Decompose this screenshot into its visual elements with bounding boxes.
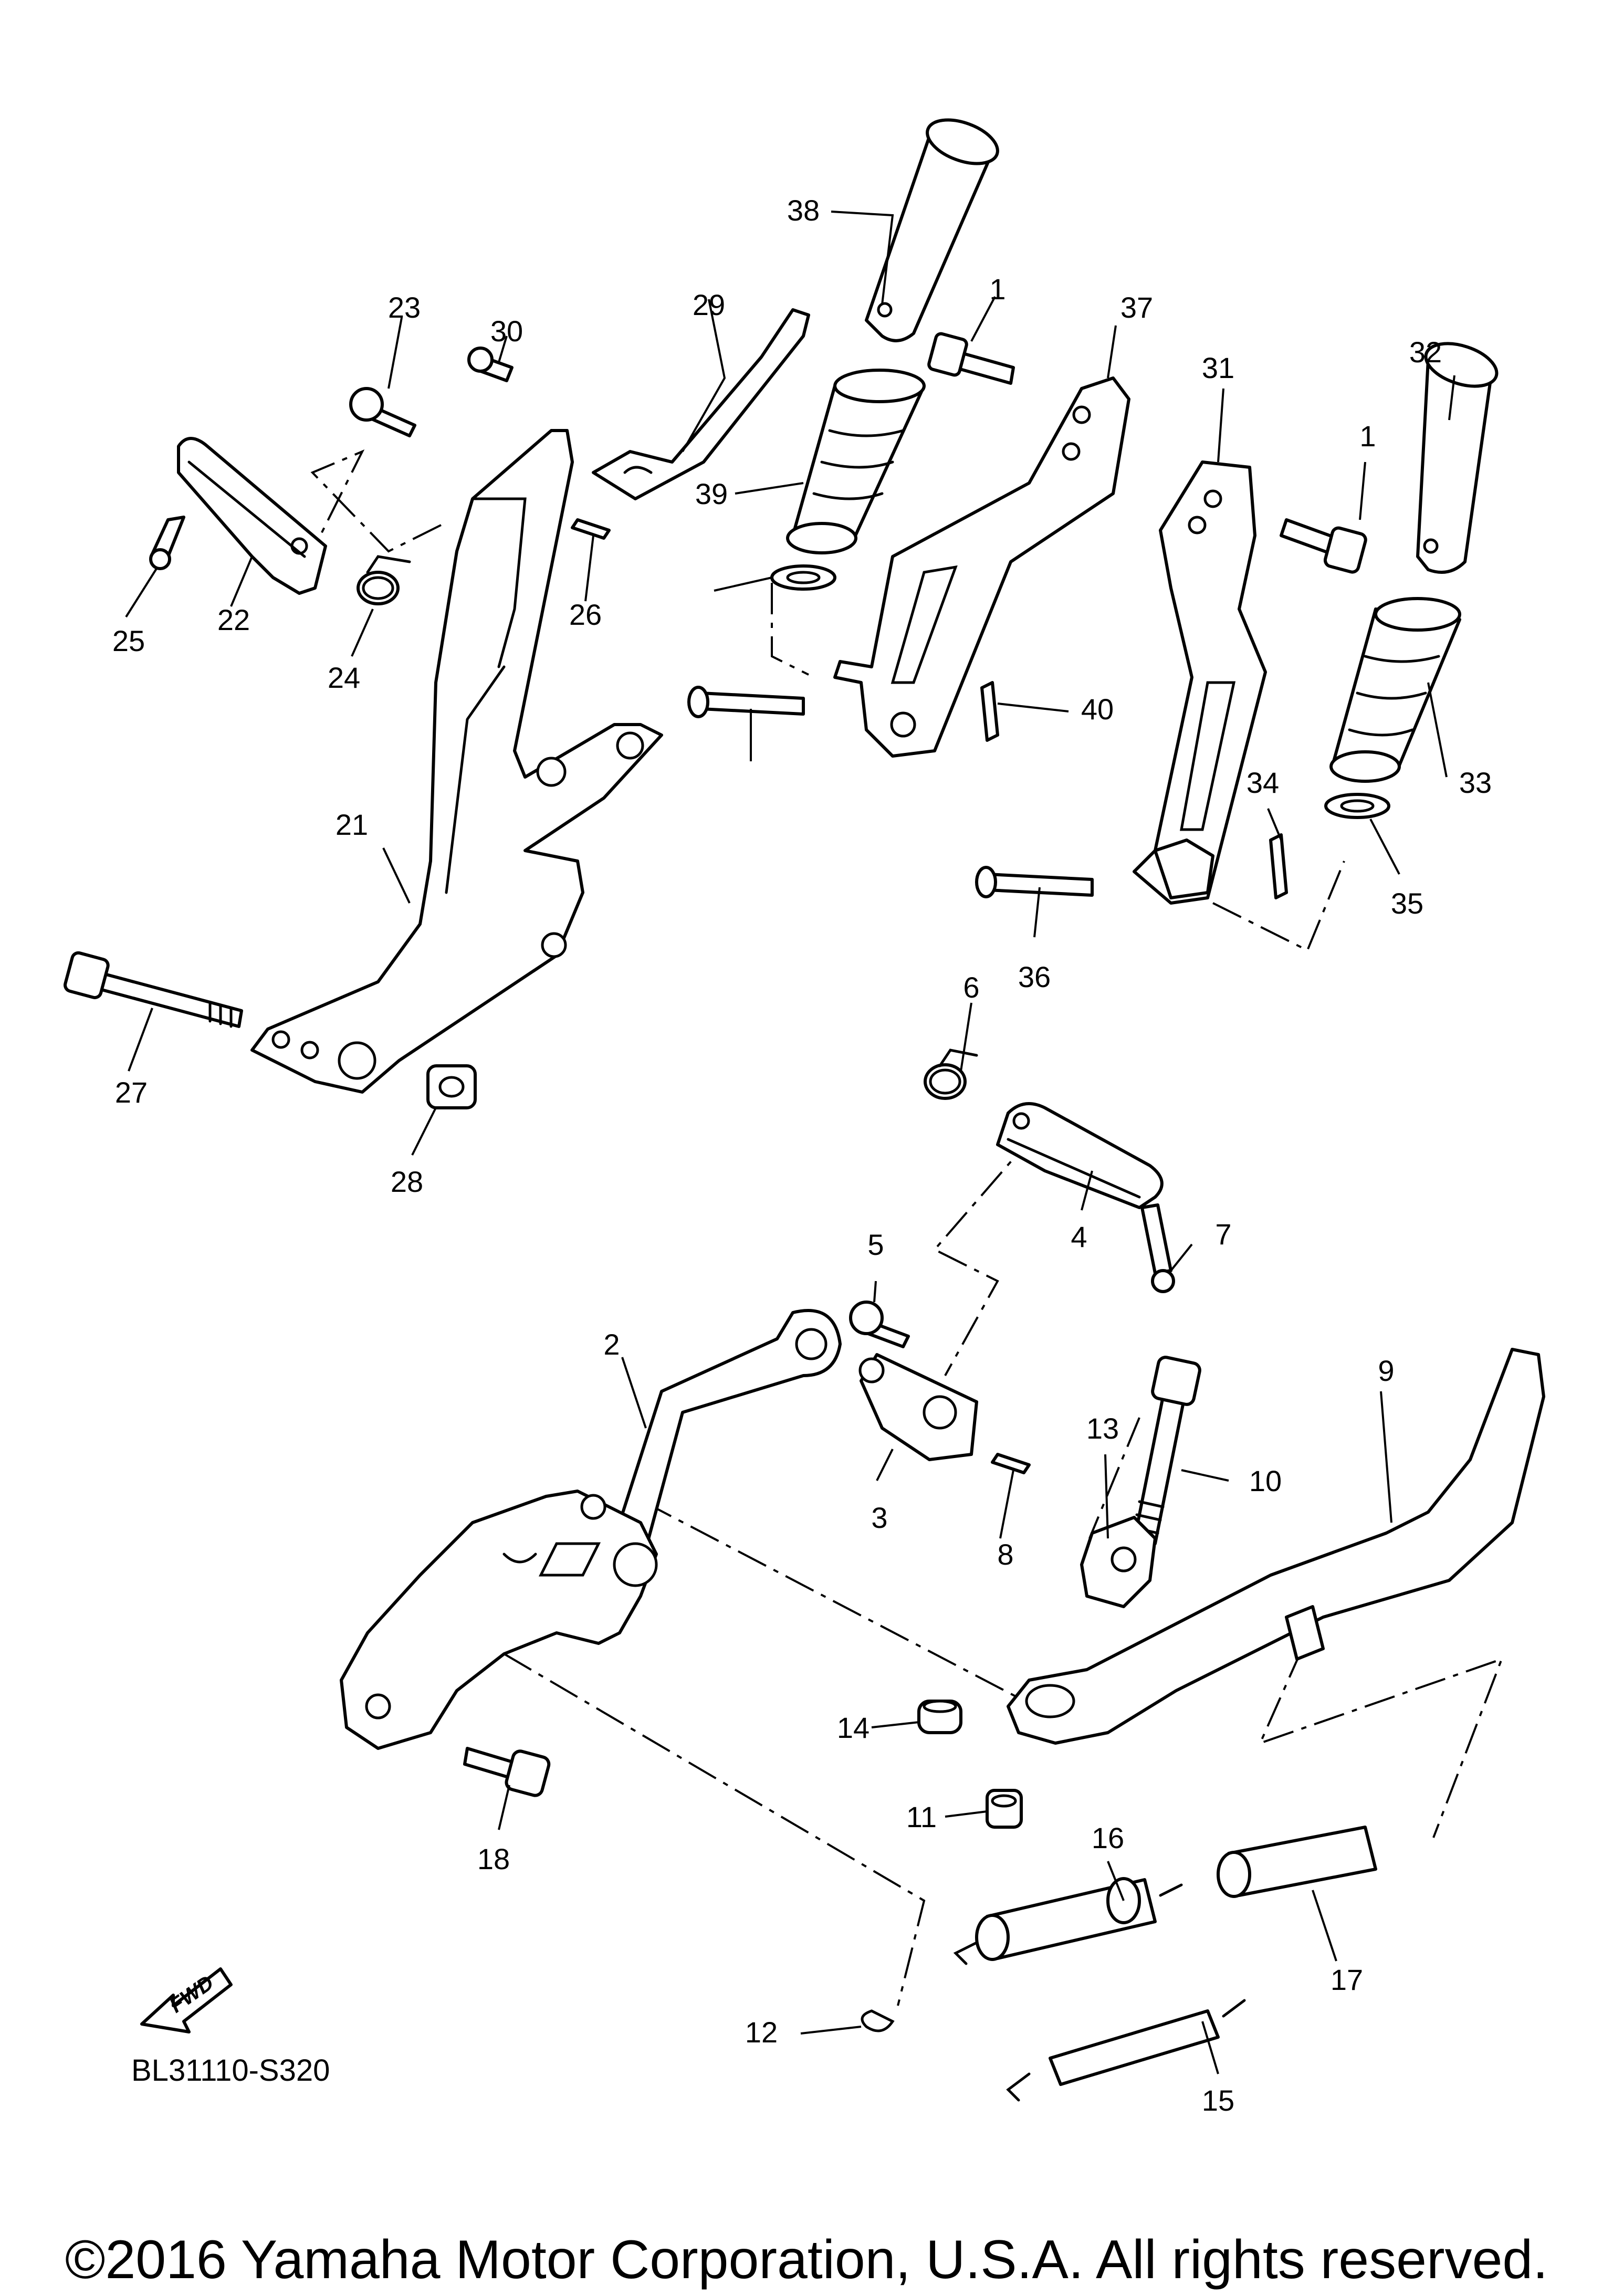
callout-33: 35: [1391, 887, 1423, 920]
callout-27: 29: [693, 288, 725, 321]
callout-21: 23: [388, 291, 421, 324]
callout-16: 16: [1092, 1821, 1124, 1854]
part-24-cotter-pin: [571, 518, 611, 540]
fwd-arrow-icon: FWD: [140, 1967, 233, 2033]
part-11-nut: [986, 1789, 1023, 1829]
part-34-pin: [975, 866, 1094, 898]
callout-34: 36: [1018, 960, 1051, 993]
callout-7: 7: [1215, 1218, 1231, 1251]
callout-8: 8: [997, 1538, 1013, 1571]
callout-32: 34: [1247, 766, 1279, 799]
callout-26: 28: [391, 1165, 423, 1198]
callout-35: 37: [1120, 291, 1153, 324]
callout-9: 9: [1378, 1354, 1394, 1387]
diagram-code: BL31110-S320: [131, 2053, 330, 2088]
part-21-pin: [349, 387, 416, 437]
guide-clip-12: [503, 1653, 926, 2006]
callout-28: 30: [490, 314, 523, 348]
part-19-footrest-bracket: [250, 429, 663, 1094]
guide-footrest-left: [310, 449, 442, 553]
part-23-bolt: [149, 516, 185, 570]
callout-19: 21: [336, 808, 368, 841]
part-5-pin: [849, 1301, 910, 1348]
part-25-bolt: [64, 951, 243, 1028]
callout-6: 6: [963, 971, 979, 1004]
part-17-collar: [1217, 1826, 1377, 1898]
guide-pivot: [643, 1501, 1045, 1713]
callout-15: 15: [1202, 2084, 1234, 2117]
part-20-footrest: [177, 437, 327, 595]
callout-36: 38: [787, 194, 820, 227]
part-38-cotter-pin: [980, 681, 999, 742]
part-8-cotter-pin: [991, 1453, 1031, 1474]
part-1-bolt-lower: [1280, 518, 1367, 574]
callout-23: 25: [112, 624, 145, 657]
part-39-washer: [770, 564, 836, 591]
leader-lines: [125, 211, 1455, 2074]
part-pivot-bracket: [340, 1490, 658, 1750]
part-29-footrest-stay: [1133, 460, 1267, 905]
part-32-cotter-pin: [1269, 833, 1288, 899]
callout-25: 27: [115, 1076, 148, 1109]
callout-24: 26: [569, 598, 602, 631]
callout-22: 24: [328, 661, 360, 694]
callout-13: 13: [1086, 1412, 1119, 1445]
part-4-footrest: [996, 1102, 1164, 1209]
part-26-nut: [426, 1064, 477, 1109]
part-35-footrest-stay: [833, 376, 1130, 758]
callout-20: 22: [217, 603, 250, 636]
part-40-pin: [687, 686, 805, 718]
guide-pin-34: [1212, 861, 1345, 952]
part-2-rod-arm: [618, 1309, 842, 1550]
guide-footrest-right: [933, 1130, 1038, 1376]
part-6-spring: [924, 1049, 978, 1100]
part-31-footrest-rubber: [1329, 597, 1461, 783]
guide-collar-17: [1258, 1648, 1504, 1838]
part-12-clip: [861, 2009, 895, 2032]
part-10-bolt: [1133, 1356, 1201, 1545]
part-16-spring: [953, 1877, 1183, 1965]
copyright-notice: ©2016 Yamaha Motor Corporation, U.S.A. A…: [65, 2229, 1548, 2290]
part-15-spring: [1006, 1999, 1246, 2102]
part-18-bolt: [463, 1747, 551, 1797]
callout-11: 11: [906, 1800, 937, 1833]
guide-pin-40: [771, 583, 809, 676]
callout-29: 31: [1202, 351, 1234, 384]
callout-31: 33: [1459, 766, 1492, 799]
part-36-pin: [865, 118, 999, 342]
callout-12: 12: [745, 2016, 778, 2049]
callout-30: 32: [1409, 336, 1442, 369]
callout-18: 18: [477, 1842, 510, 1875]
part-33-washer: [1324, 793, 1390, 819]
guide-bolt-10: [1088, 1417, 1140, 1539]
callout-1-upper: 1: [989, 272, 1005, 306]
part-13-plate: [1080, 1516, 1157, 1608]
part-28-bolt: [467, 347, 514, 382]
callout-3: 3: [871, 1501, 887, 1534]
part-1-bolt-upper: [927, 332, 1015, 385]
callout-10: 10: [1249, 1464, 1282, 1497]
callout-37: 39: [695, 477, 728, 510]
alignment-guides: [310, 449, 1504, 2006]
callout-14: 14: [837, 1711, 870, 1744]
callout-1-lower: 1: [1359, 420, 1376, 453]
part-37-footrest-rubber: [786, 369, 926, 554]
part-27-bracket: [592, 308, 810, 500]
part-7-bolt: [1140, 1203, 1175, 1293]
part-30-pin: [1416, 342, 1499, 574]
callout-4: 4: [1071, 1220, 1087, 1253]
callout-5: 5: [867, 1228, 884, 1261]
callout-labels: 38 1 37 31 32 1 23 30 29 39 40 34 33 35 …: [112, 194, 1492, 2117]
callout-17: 17: [1331, 1963, 1363, 1996]
callout-38: 40: [1081, 693, 1114, 726]
part-9-side-stand: [1007, 1348, 1545, 1745]
part-3-joint: [858, 1353, 978, 1461]
part-22-spring: [357, 555, 411, 605]
part-14-collar: [917, 1700, 962, 1734]
callout-2: 2: [603, 1328, 620, 1361]
